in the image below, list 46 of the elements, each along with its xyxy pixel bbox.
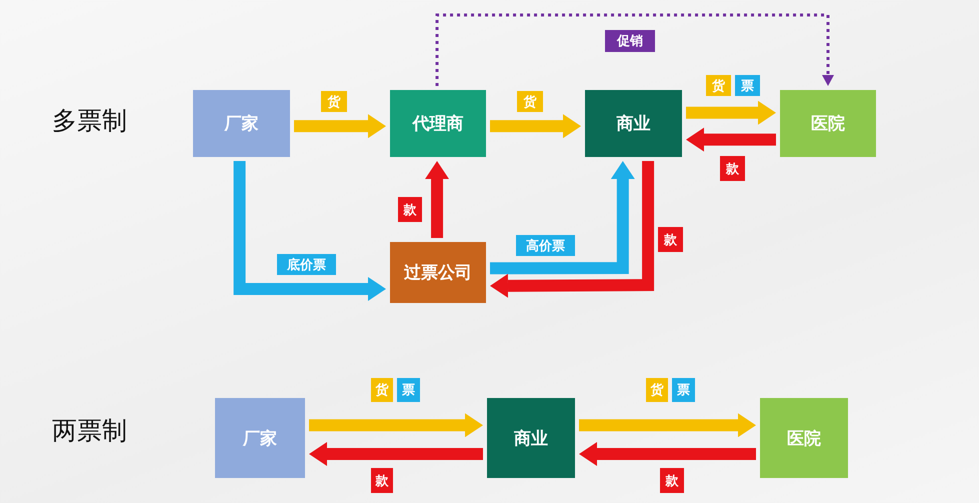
- entity-label: 代理商: [412, 113, 464, 135]
- flow-arrow: [686, 128, 776, 152]
- entity-box: [390, 242, 486, 303]
- row-heading: 多票制: [52, 105, 127, 137]
- flow-arrow: [490, 161, 635, 274]
- entity-box: [487, 398, 575, 478]
- row-heading: 两票制: [52, 415, 127, 447]
- entity-label: 商业: [514, 428, 548, 450]
- flow-tag: 货: [321, 91, 347, 112]
- flow-arrow: [579, 442, 756, 466]
- flow-arrow: [309, 413, 483, 438]
- flow-arrow: [686, 100, 776, 125]
- entity-label: 医院: [811, 113, 845, 135]
- entity-label: 厂家: [224, 113, 258, 135]
- entity-label: 过票公司: [404, 262, 472, 284]
- flow-tag: 票: [672, 378, 695, 402]
- flow-arrow: [309, 442, 483, 466]
- flow-tag: 货: [371, 378, 393, 402]
- entity-label: 厂家: [243, 428, 277, 450]
- flow-arrow: [579, 413, 756, 438]
- entity-label: 医院: [787, 428, 821, 450]
- flow-tag: 货: [706, 75, 731, 96]
- entity-box: [780, 90, 876, 157]
- flow-tag: 货: [646, 378, 668, 402]
- entity-box: [215, 398, 305, 478]
- flow-tag: 票: [735, 75, 760, 96]
- flow-tag: 促销: [605, 30, 655, 52]
- flow-tag: 款: [720, 156, 745, 181]
- flow-tag: 款: [398, 197, 422, 222]
- flow-arrow: [490, 114, 581, 138]
- entity-box: [193, 90, 290, 157]
- flow-tag: 货: [517, 91, 543, 112]
- flow-tag: 底价票: [277, 254, 336, 275]
- dotted-arrow: [436, 14, 834, 86]
- entity-box: [760, 398, 848, 478]
- entity-box: [390, 90, 486, 157]
- entity-box: [585, 90, 682, 157]
- flow-tag: 款: [658, 227, 683, 252]
- flow-tag: 款: [371, 468, 393, 493]
- flow-arrow: [294, 114, 386, 138]
- flow-tag: 款: [660, 468, 684, 493]
- flow-tag: 票: [397, 378, 420, 402]
- flow-arrow: [490, 161, 654, 298]
- entity-label: 商业: [616, 113, 650, 135]
- flow-arrow: [234, 161, 386, 301]
- flow-tag: 高价票: [516, 235, 575, 256]
